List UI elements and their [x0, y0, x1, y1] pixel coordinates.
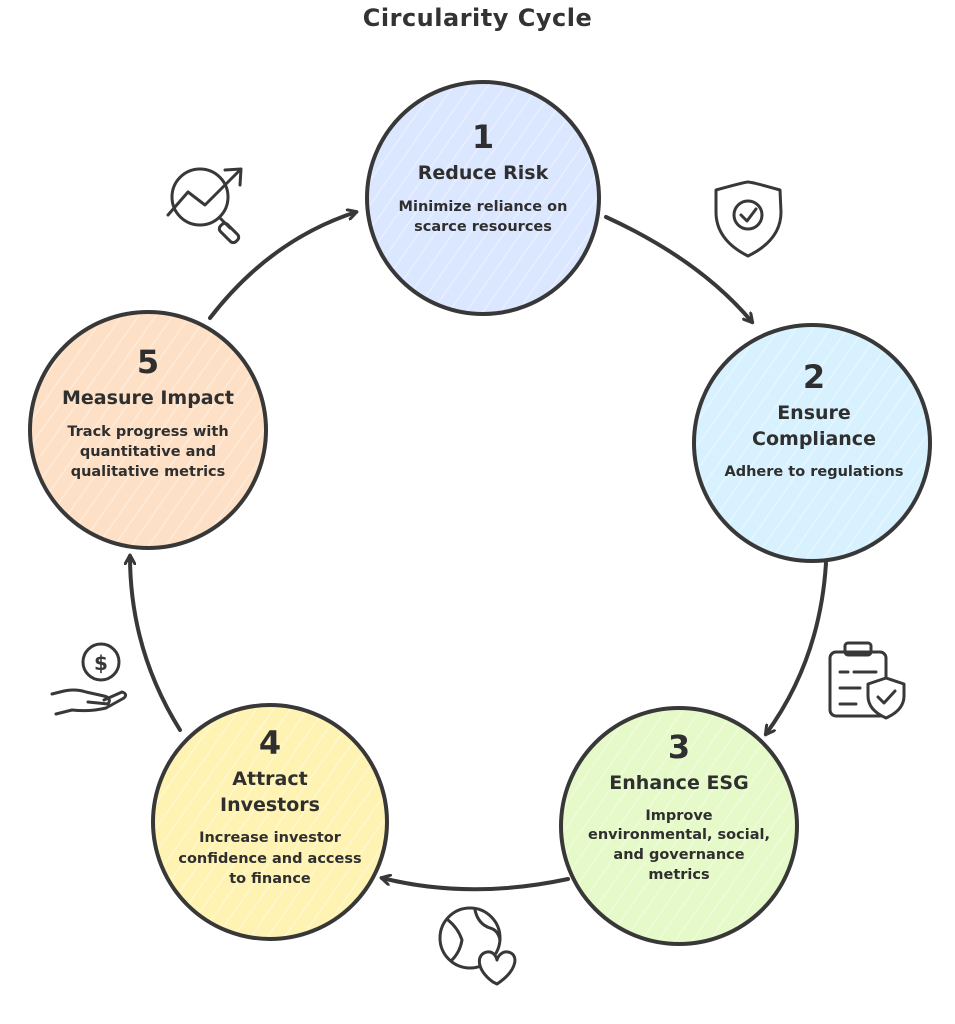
step-3-heading-line: Enhance ESG	[609, 772, 749, 795]
step-4-desc-line: to finance	[229, 871, 311, 888]
step-3-description: Improve environmental, social, and gover…	[574, 807, 784, 885]
step-3-heading: Enhance ESG	[574, 771, 784, 797]
step-1-circle	[365, 80, 601, 316]
step-2-heading-line: Compliance	[752, 427, 876, 450]
step-2-desc-line: Adhere to regulations	[724, 464, 904, 481]
step-5-heading: Measure Impact	[40, 386, 256, 412]
step-1-desc-line: Minimize reliance on	[398, 198, 568, 215]
step-4-circle	[151, 703, 389, 941]
step-4-desc-line: Increase investor	[199, 830, 341, 847]
svg-text:$: $	[94, 651, 108, 675]
step-3-desc-line: and governance	[613, 846, 745, 863]
step-4-heading-line: Attract	[232, 768, 308, 791]
step-3-desc-line: Improve	[645, 807, 713, 824]
step-3-desc-line: environmental, social,	[588, 827, 770, 844]
step-1-number: 1	[471, 118, 495, 156]
step-2-description: Adhere to regulations	[712, 462, 916, 482]
step-3-circle	[559, 706, 799, 946]
step-2-number: 2	[802, 358, 826, 396]
step-2-heading-line: Ensure	[777, 402, 851, 425]
step-1-heading: Reduce Risk	[383, 161, 583, 187]
step-5-desc-line: qualitative metrics	[70, 464, 226, 481]
step-1-heading-line: Reduce Risk	[417, 162, 549, 185]
step-3-number: 3	[667, 728, 691, 766]
step-4-heading: Attract Investors	[165, 767, 375, 818]
step-1-text: 1 Reduce Risk Minimize reliance on scarc…	[383, 118, 583, 238]
step-2-circle	[692, 323, 932, 563]
page-title: Circularity Cycle	[362, 4, 593, 32]
clipboard-shield-icon	[828, 641, 906, 720]
arrow-2-to-3	[766, 561, 828, 734]
step-4-description: Increase investor confidence and access …	[165, 828, 375, 889]
step-5-heading-line: Measure Impact	[62, 387, 234, 410]
step-5-text: 5 Measure Impact Track progress with qua…	[40, 343, 256, 483]
step-1-desc-line: scarce resources	[414, 219, 552, 236]
step-5-circle	[28, 310, 268, 550]
step-4-heading-line: Investors	[220, 793, 320, 816]
step-2-heading: Ensure Compliance	[712, 401, 916, 452]
step-5-number: 5	[136, 343, 160, 381]
step-2-text: 2 Ensure Compliance Adhere to regulation…	[712, 358, 916, 483]
arrow-5-to-1	[208, 212, 356, 320]
step-4-desc-line: confidence and access	[178, 850, 362, 867]
magnifier-chart-icon	[166, 167, 243, 245]
step-5-desc-line: quantitative and	[79, 444, 217, 461]
step-5-description: Track progress with quantitative and qua…	[40, 422, 256, 483]
shield-check-icon	[714, 180, 783, 258]
step-3-text: 3 Enhance ESG Improve environmental, soc…	[574, 728, 784, 885]
step-3-desc-line: metrics	[648, 866, 710, 883]
step-5-desc-line: Track progress with	[67, 423, 229, 440]
arrow-4-to-5	[130, 556, 182, 732]
step-1-description: Minimize reliance on scarce resources	[383, 197, 583, 238]
arrow-1-to-2	[604, 215, 752, 322]
globe-heart-icon	[438, 906, 517, 986]
arrow-3-to-4	[382, 878, 570, 892]
step-4-number: 4	[258, 724, 282, 762]
hand-coin-icon: $	[50, 642, 128, 716]
step-4-text: 4 Attract Investors Increase investor co…	[165, 724, 375, 889]
